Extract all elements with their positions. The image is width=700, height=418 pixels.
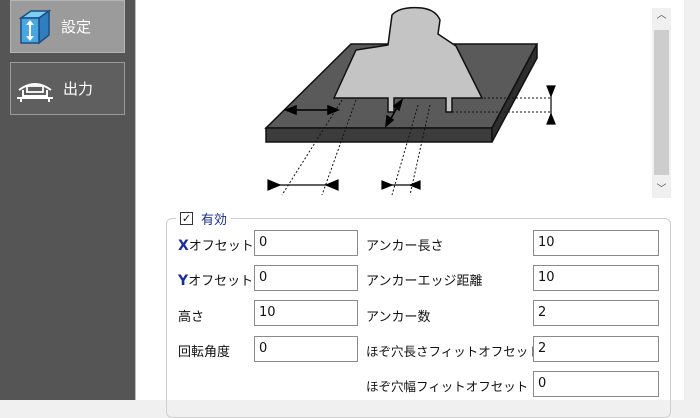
mortise-length-fit-offset-input[interactable]: 2 bbox=[533, 336, 659, 362]
height-label: 高さ bbox=[178, 310, 205, 325]
scroll-down-icon[interactable]: ﹀ bbox=[656, 184, 667, 195]
sidebar-item-output[interactable]: 出力 bbox=[10, 62, 125, 115]
enabled-checkbox[interactable]: ✓ bbox=[180, 211, 193, 225]
enabled-label: 有効 bbox=[201, 212, 228, 228]
anchor-edge-distance-input[interactable]: 10 bbox=[533, 265, 659, 291]
anchor-length-label: アンカー長さ bbox=[366, 239, 444, 254]
height-input[interactable]: 10 bbox=[254, 300, 358, 326]
sidebar-divider bbox=[135, 0, 136, 400]
anchor-count-label: アンカー数 bbox=[366, 310, 431, 325]
anchor-edge-distance-label: アンカーエッジ距離 bbox=[366, 274, 483, 289]
sidebar-item-settings[interactable]: 設定 bbox=[10, 0, 125, 53]
output-machine-icon bbox=[15, 74, 55, 104]
window-edge bbox=[684, 0, 700, 400]
rotation-angle-label: 回転角度 bbox=[178, 345, 231, 360]
scroll-up-icon[interactable]: ︿ bbox=[656, 10, 667, 21]
x-offset-label: Xオフセット bbox=[178, 238, 254, 254]
anchored-part bbox=[332, 6, 484, 113]
rotation-angle-input[interactable]: 0 bbox=[254, 336, 358, 362]
y-offset-label: Yオフセット bbox=[178, 273, 254, 289]
base-plate-front bbox=[265, 127, 493, 143]
settings-box-icon bbox=[15, 8, 53, 46]
vertical-scrollbar[interactable]: ︿ ﹀ bbox=[652, 8, 671, 198]
sidebar-item-label: 設定 bbox=[61, 18, 92, 36]
mortise-width-fit-offset-input[interactable]: 0 bbox=[533, 371, 659, 397]
y-offset-input[interactable]: 0 bbox=[254, 265, 358, 291]
anchor-length-input[interactable]: 10 bbox=[533, 230, 659, 256]
anchor-count-input[interactable]: 2 bbox=[533, 300, 659, 326]
mortise-length-fit-offset-label: ほぞ穴長さフィットオフセット bbox=[366, 344, 541, 359]
base-plate-side bbox=[491, 43, 538, 143]
settings-panel: ︿ ﹀ bbox=[136, 0, 684, 400]
sidebar-item-label: 出力 bbox=[63, 80, 94, 98]
enabled-toggle[interactable]: ✓ 有効 bbox=[176, 208, 232, 228]
sidebar: 設定 出力 bbox=[0, 0, 135, 400]
anchor-diagram bbox=[264, 6, 556, 196]
x-offset-input[interactable]: 0 bbox=[254, 230, 358, 256]
mortise-width-fit-offset-label: ほぞ穴幅フィットオフセット bbox=[366, 379, 529, 394]
scrollbar-thumb[interactable] bbox=[654, 30, 669, 175]
